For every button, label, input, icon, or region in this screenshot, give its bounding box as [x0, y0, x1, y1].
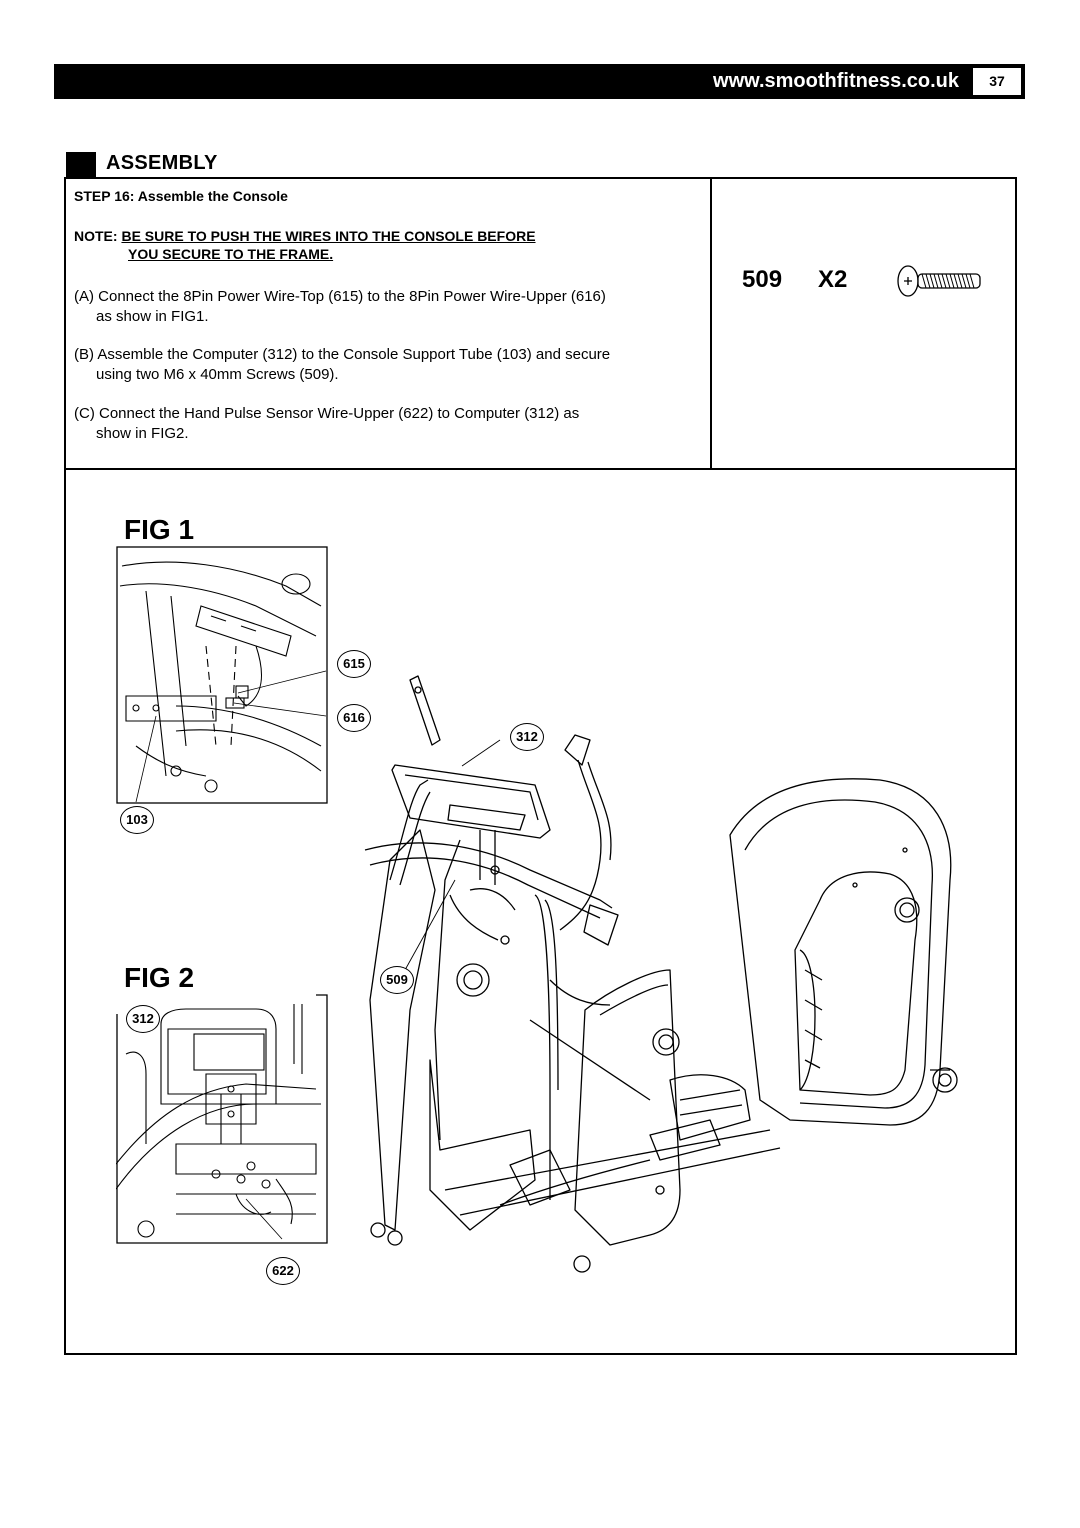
- screw-icon: [897, 265, 981, 297]
- instruction-b: (B) Assemble the Computer (312) to the C…: [74, 345, 704, 385]
- callout-509: 509: [380, 966, 414, 994]
- fig2-detail-drawing: [116, 994, 328, 1244]
- callout-616: 616: [337, 704, 371, 732]
- header-bar: www.smoothfitness.co.uk 37: [54, 64, 1025, 99]
- section-title: ASSEMBLY: [106, 152, 218, 174]
- page-number: 37: [971, 66, 1023, 97]
- note-prefix: NOTE:: [74, 228, 118, 244]
- note-line1: BE SURE TO PUSH THE WIRES INTO THE CONSO…: [121, 228, 536, 244]
- callout-615: 615: [337, 650, 371, 678]
- instruction-a: (A) Connect the 8Pin Power Wire-Top (615…: [74, 287, 704, 327]
- note-line2: YOU SECURE TO THE FRAME.: [128, 246, 334, 262]
- instruction-c-line2: show in FIG2.: [96, 425, 189, 442]
- step-title: STEP 16: Assemble the Console: [74, 188, 288, 204]
- fig1-label: FIG 1: [124, 514, 195, 545]
- hardware-part-number: 509: [742, 266, 783, 293]
- note: NOTE: BE SURE TO PUSH THE WIRES INTO THE…: [74, 227, 536, 263]
- instruction-c-line1: (C) Connect the Hand Pulse Sensor Wire-U…: [74, 405, 580, 422]
- instruction-a-line2: as show in FIG1.: [96, 308, 209, 325]
- callout-622: 622: [266, 1257, 300, 1285]
- elliptical-trainer-drawing: [364, 675, 958, 1273]
- fig1-detail-drawing: [116, 546, 328, 804]
- hardware-quantity: 509 X2: [742, 266, 847, 294]
- instruction-c: (C) Connect the Hand Pulse Sensor Wire-U…: [74, 404, 704, 444]
- instruction-a-line1: (A) Connect the 8Pin Power Wire-Top (615…: [74, 288, 606, 305]
- instruction-b-line2: using two M6 x 40mm Screws (509).: [96, 366, 339, 383]
- section-marker: [66, 152, 96, 178]
- fig2-label: FIG 2: [124, 962, 195, 993]
- callout-312-fig2: 312: [126, 1005, 160, 1033]
- callout-103: 103: [120, 806, 154, 834]
- hardware-count: X2: [818, 266, 848, 293]
- website-url: www.smoothfitness.co.uk: [713, 70, 959, 92]
- frame-divider-vertical: [710, 177, 712, 469]
- frame-divider-horizontal: [64, 468, 1017, 470]
- instruction-frame: [64, 177, 1017, 1355]
- instruction-b-line1: (B) Assemble the Computer (312) to the C…: [74, 346, 611, 363]
- callout-312: 312: [510, 723, 544, 751]
